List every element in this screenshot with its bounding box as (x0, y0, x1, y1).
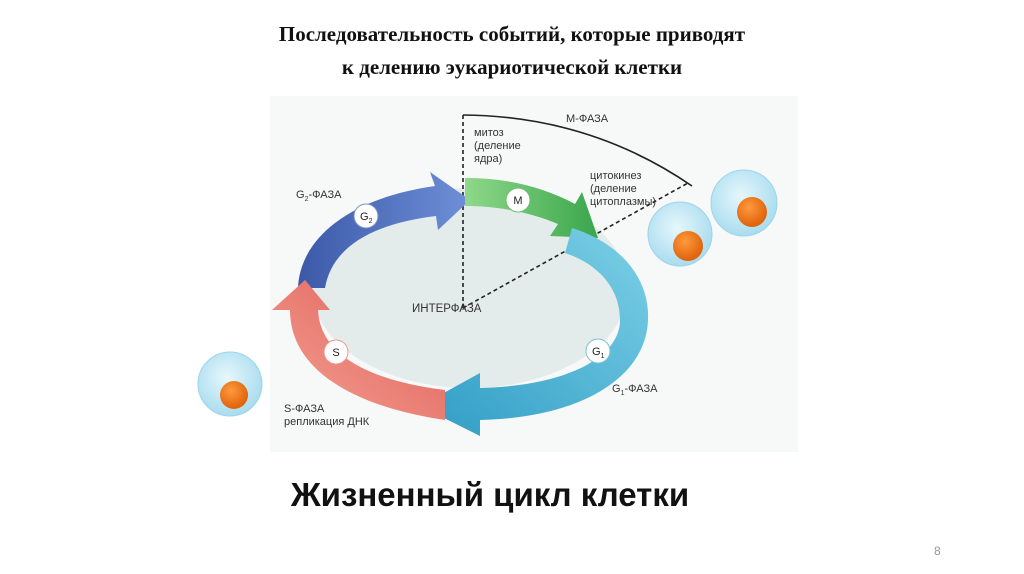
s-phase-detail: репликация ДНК (284, 416, 370, 428)
s-arrow (272, 280, 445, 420)
g2-phase-label: G2-ФАЗА (296, 189, 342, 203)
m-arrow (465, 178, 598, 238)
slide-subtitle: Жизненный цикл клетки (290, 476, 690, 513)
s-circle-letter: S (332, 347, 339, 359)
g1-phase-label: G1-ФАЗА (612, 383, 658, 397)
cell-right-lower (647, 201, 713, 267)
cell-left (197, 351, 263, 417)
m-circle-letter: М (513, 195, 522, 207)
mitosis-line-1: митоз (474, 127, 504, 139)
interphase-label: ИНТЕРФАЗА (412, 303, 482, 315)
slide-title: Последовательность событий, которые прив… (0, 18, 1024, 84)
cell-right-upper (710, 169, 778, 237)
title-line-1: Последовательность событий, которые прив… (278, 22, 746, 46)
cell-cycle-diagram: G2 М S G1 ИНТЕРФАЗА М-ФАЗА митоз (делени… (180, 88, 820, 458)
g1-circle (585, 338, 611, 364)
cytokinesis-line-2: (деление (590, 183, 637, 195)
g1-circle-letter: G1 (592, 346, 605, 360)
cell-cycle-svg: G2 М S G1 ИНТЕРФАЗА М-ФАЗА митоз (делени… (197, 96, 798, 452)
s-circle (323, 339, 349, 365)
m-phase-title: М-ФАЗА (566, 113, 609, 125)
g2-circle (353, 203, 379, 229)
m-circle (505, 187, 531, 213)
s-phase-label: S-ФАЗА (284, 403, 325, 415)
m-phase-arc (462, 114, 693, 187)
g2-circle-letter: G2 (360, 211, 373, 225)
page-number: 8 (934, 544, 941, 558)
interphase-area (312, 188, 628, 388)
g1-arrow (420, 228, 649, 436)
mitosis-line-2: (деление (474, 140, 521, 152)
title-line-2: к делению эукариотической клетки (341, 55, 683, 79)
cytokinesis-line-1: цитокинез (590, 170, 641, 182)
g2-arrow (298, 172, 470, 288)
mitosis-line-3: ядра) (474, 153, 502, 165)
cytokinesis-line-3: цитоплазмы) (590, 196, 656, 208)
